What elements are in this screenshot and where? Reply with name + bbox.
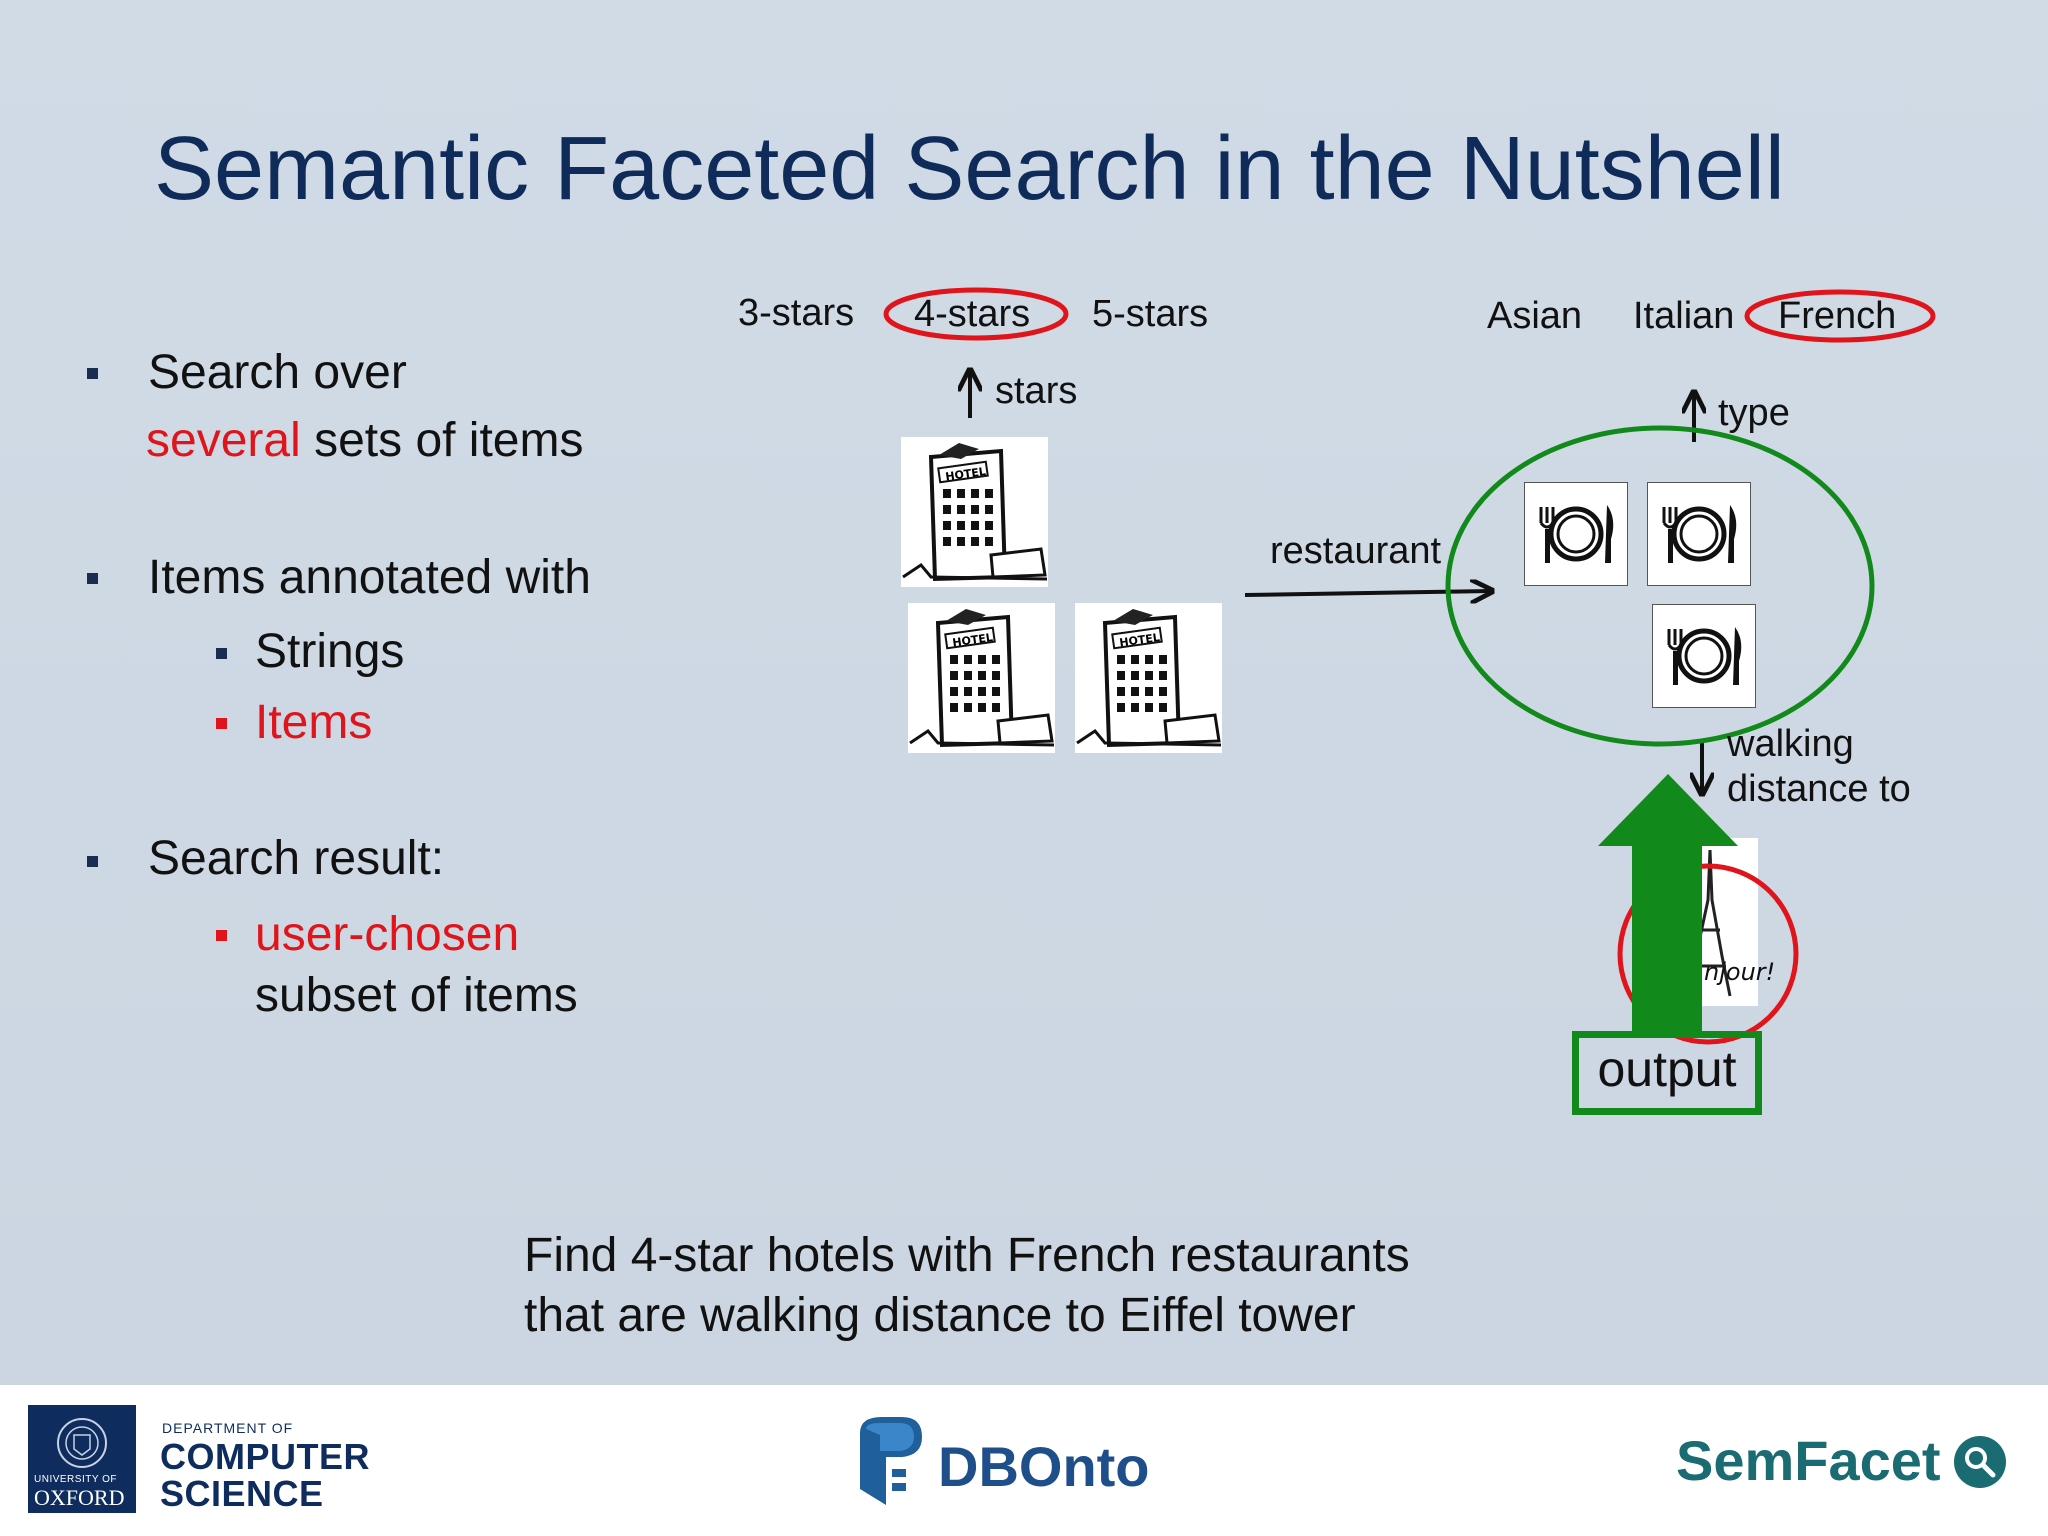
dbonto-logo-icon [860, 1417, 922, 1505]
dept-of-label: DEPARTMENT OF [162, 1420, 294, 1436]
hotel-sign: HOTEL [952, 631, 994, 650]
bullet-2-text: Items annotated with [148, 551, 591, 604]
oxford-name: OXFORD [34, 1485, 125, 1510]
type-label: type [1718, 392, 1790, 434]
sub-bullet-subset: subset of items [255, 969, 578, 1022]
restaurant-label: restaurant [1270, 530, 1442, 572]
dept-science: SCIENCE [160, 1473, 324, 1514]
diagram-graphics [883, 287, 1936, 1385]
facet-3-stars[interactable]: 3-stars [738, 292, 855, 334]
query-line-2: that are walking distance to Eiffel towe… [524, 1289, 1356, 1342]
stars-label: stars [995, 370, 1078, 412]
bullet-marker [87, 573, 98, 584]
hotel-icon: HOTEL [1075, 603, 1222, 753]
bullet-1-line2: several sets of items [146, 417, 583, 465]
dept-computer: COMPUTER [160, 1436, 370, 1477]
oxford-university-of: UNIVERSITY OF [34, 1474, 117, 1485]
selected-eiffel-circle [1617, 863, 1799, 1045]
bonjour-text: njour! [1704, 958, 1775, 986]
walking-label: walking [1727, 723, 1854, 765]
restaurant-plate-icon [1647, 482, 1751, 586]
bullet-marker [87, 856, 98, 867]
slide-title: Semantic Faceted Search in the Nutshell [154, 119, 1785, 219]
sub-bullet-strings: Strings [255, 625, 405, 678]
bullet-1-line1: Search over [148, 346, 407, 399]
restaurant-set-ellipse [1445, 425, 1875, 747]
facet-italian[interactable]: Italian [1633, 295, 1735, 337]
output-box [1572, 1031, 1762, 1115]
facet-4-stars[interactable]: 4-stars [914, 293, 1031, 335]
dbonto-wordmark: DBOnto [938, 1435, 1150, 1498]
output-label: output [1597, 1041, 1737, 1097]
distance-to-label: distance to [1727, 768, 1911, 810]
sub-bullet-marker [216, 648, 227, 659]
selected-french-ellipse [1744, 289, 1936, 343]
hotel-sign: HOTEL [945, 465, 987, 484]
semfacet-wordmark: SemFacet [1676, 1429, 1941, 1492]
sub-bullet-user-chosen: user-chosen [255, 908, 520, 961]
facet-asian[interactable]: Asian [1487, 295, 1583, 337]
sub-bullet-items: Items [255, 696, 373, 749]
bullet-3-text: Search result: [148, 832, 445, 885]
bullet-1-line2-rest: sets of items [300, 414, 584, 467]
restaurant-arrow-icon [1244, 591, 1492, 595]
facet-french[interactable]: French [1778, 295, 1897, 337]
sub-bullet-marker [216, 718, 227, 729]
restaurant-plate-icon [1524, 482, 1628, 586]
bullet-1-highlight: several [146, 414, 301, 467]
slide-canvas: Semantic Faceted Search in the Nutshell … [0, 0, 2048, 1385]
eiffel-output-graphic: njour! [1598, 774, 1799, 1045]
selected-4-stars-ellipse [883, 287, 1069, 341]
hotel-icon: HOTEL [901, 437, 1048, 587]
magnifier-icon [1954, 1436, 2006, 1488]
sub-bullet-marker [216, 930, 227, 941]
oxford-crest-icon: UNIVERSITY OF OXFORD [28, 1405, 136, 1513]
output-arrow-icon [1598, 774, 1738, 1034]
hotel-sign: HOTEL [1119, 631, 1161, 650]
footer-bar: UNIVERSITY OF OXFORD DEPARTMENT OF COMPU… [0, 1385, 2048, 1536]
hotel-icon: HOTEL [908, 603, 1055, 753]
bullet-marker [87, 368, 98, 379]
facet-5-stars[interactable]: 5-stars [1092, 293, 1209, 335]
query-line-1: Find 4-star hotels with French restauran… [524, 1229, 1410, 1282]
restaurant-plate-icon [1652, 604, 1756, 708]
